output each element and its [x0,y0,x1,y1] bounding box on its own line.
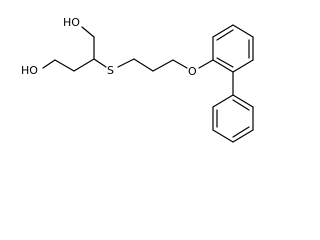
ring-bond [232,24,254,38]
ring-bond [212,94,234,108]
aliphatic-chain [42,26,214,72]
ring-bond [232,129,254,143]
sulfur-label: S [107,64,114,77]
ring-double-bond [232,99,250,111]
bond-propyl-2 [152,59,174,72]
chemical-structure-diagram: HO HO S O [21,16,254,143]
bond-ch2-ch2 [54,59,75,72]
bond-propyl-1 [133,58,154,72]
benzene-ring-upper [212,24,254,73]
bond-ch-s [93,58,107,68]
ring-bond [232,94,254,108]
bond-o-aryl [198,59,214,69]
ring-double-bond [216,57,234,68]
benzene-ring-lower [212,94,254,143]
ring-bond [212,24,234,38]
bond-s-ch2 [117,58,135,68]
ring-double-bond [232,126,250,138]
hydroxyl-label-left: HO [21,64,38,77]
ring-bond [232,59,254,73]
bond-ch2-ho-left [42,59,56,69]
bond-ch-ch2 [73,58,95,72]
ether-oxygen-label: O [188,65,197,78]
bond-ho-ch2-top [81,26,95,38]
ring-bond [212,129,234,143]
bond-ch2-o [172,59,188,69]
hydroxyl-label-top: HO [63,16,80,29]
ring-bond [212,59,234,73]
ring-double-bond [216,29,234,41]
